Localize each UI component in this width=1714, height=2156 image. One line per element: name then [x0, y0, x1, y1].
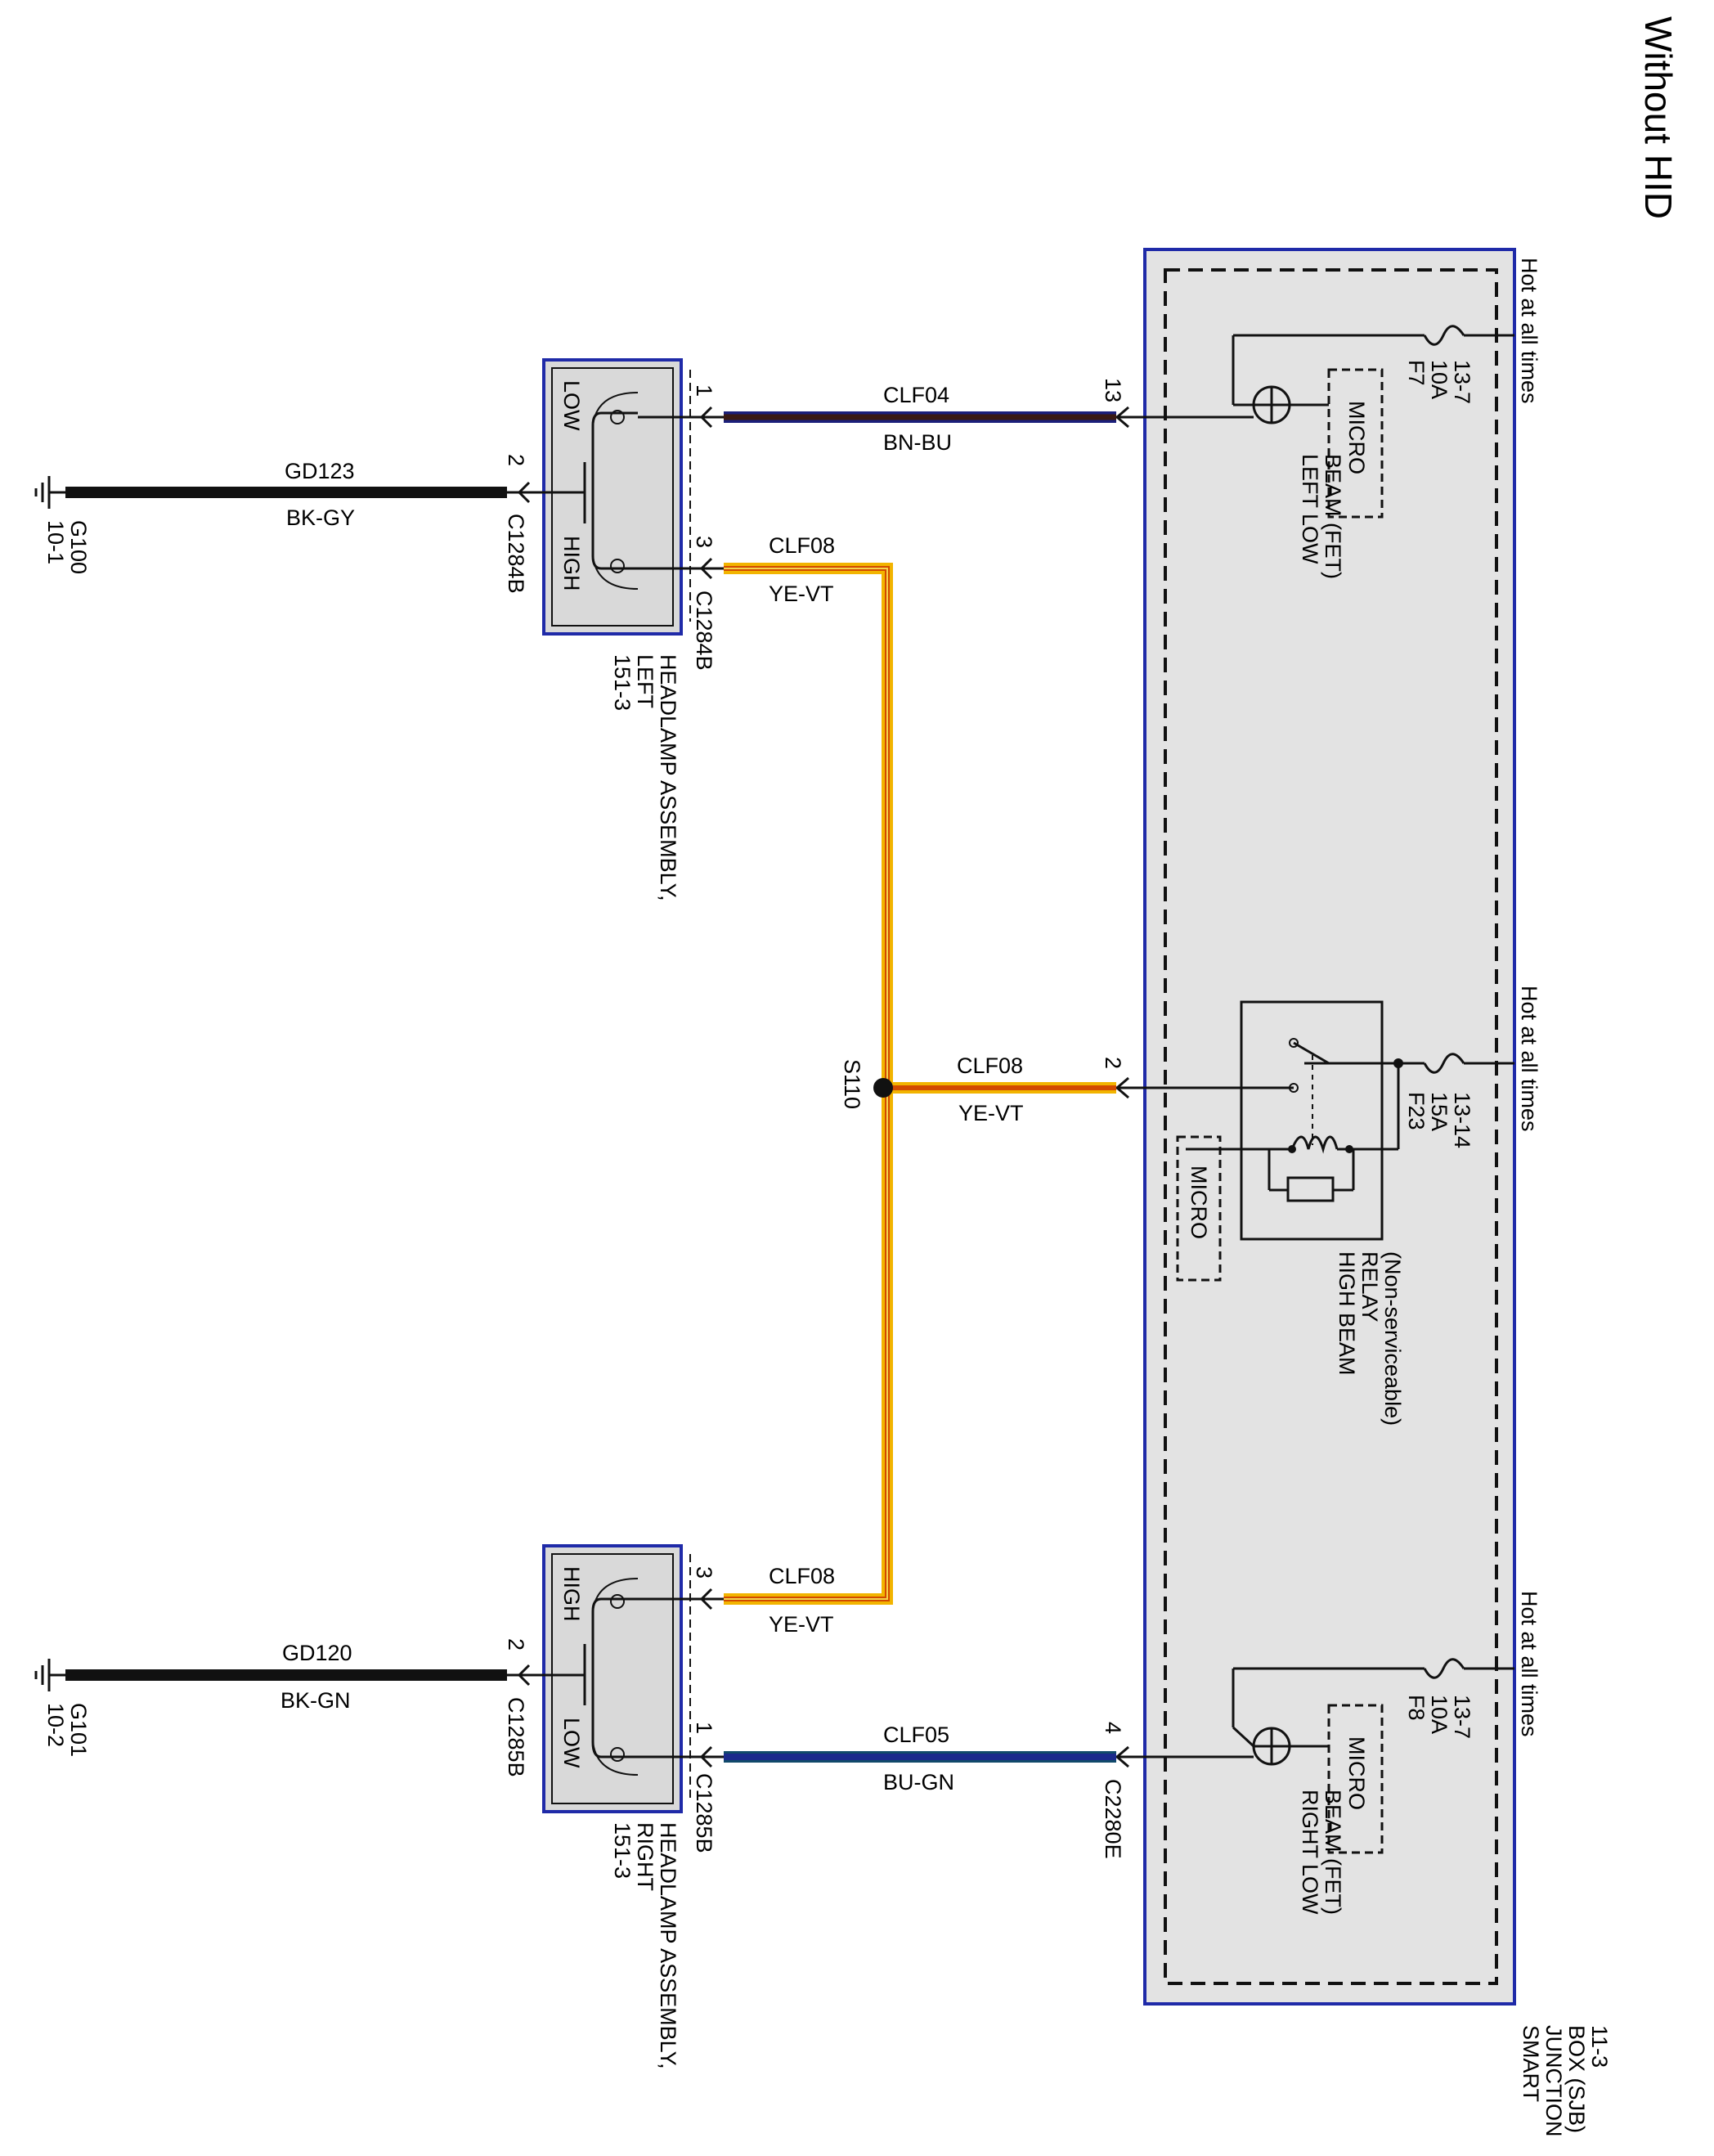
left-low-label: LOW	[559, 380, 584, 431]
wire-clf08-right-name: CLF08	[769, 1564, 835, 1588]
right-pin-1: 1	[692, 1722, 716, 1734]
left-bulb-filament	[591, 411, 638, 570]
left-fet-label-2: BEAM (FET)	[1321, 454, 1345, 579]
wire-gd123: GD123 BK-GY	[65, 459, 507, 530]
right-fet-label-1: RIGHT LOW	[1298, 1790, 1322, 1915]
wire-clf04-name: CLF04	[883, 383, 949, 407]
left-pin-2: 2	[504, 454, 528, 466]
fuse-f8-ref: 13-7	[1450, 1695, 1474, 1739]
right-pin-3: 3	[692, 1566, 716, 1579]
left-low-beam-fet: MICRO LEFT LOW BEAM (FET)	[1233, 368, 1384, 579]
left-headlamp-assembly: LOW HIGH 1 2 3 C1284B C1284B HEADLAMP AS…	[504, 358, 724, 901]
right-headlamp-assembly: HIGH LOW 3 2 1 C1285B C1285B HEADLAMP AS…	[504, 1544, 724, 2069]
left-fet-label-1: LEFT LOW	[1298, 454, 1322, 564]
left-high-label: HIGH	[559, 536, 584, 591]
left-connector-high: C1284B	[692, 591, 716, 671]
feed-label-f8: Hot at all times	[1517, 1591, 1541, 1737]
wire-clf08-harness: S110 CLF08 YE-VT CLF08 YE-VT CLF08 YE-VT	[724, 533, 1116, 1637]
right-headlamp-label-2: RIGHT	[633, 1822, 657, 1891]
wire-clf05-name: CLF05	[883, 1723, 949, 1747]
sjb-inner-dashed	[1164, 268, 1498, 1985]
sjb-connector-c2280e: C2280E	[1101, 1779, 1125, 1859]
micro-label-left: MICRO	[1344, 401, 1369, 474]
ground-g101-ref: 10-2	[43, 1703, 68, 1747]
left-pin-1: 1	[692, 384, 716, 397]
micro-box-right	[1327, 1704, 1384, 1854]
wire-clf08-sjb-color: YE-VT	[958, 1101, 1024, 1125]
fuse-f23-symbol	[1423, 1053, 1465, 1074]
right-fet-label-2: BEAM (FET)	[1321, 1790, 1345, 1915]
right-connector-ground: C1285B	[504, 1697, 528, 1777]
wire-gd120-name: GD120	[282, 1641, 352, 1665]
sjb-label-4: 11-3	[1587, 2025, 1612, 2068]
wire-gd120: GD120 BK-GN	[65, 1641, 507, 1713]
sjb-pin-2: 2	[1101, 1057, 1125, 1069]
relay-label-2: RELAY	[1357, 1251, 1382, 1323]
micro-box-left	[1327, 368, 1384, 519]
splice-s110	[873, 1078, 893, 1098]
relay-label-3: (Non-serviceable)	[1380, 1251, 1405, 1426]
fuse-f23-rating: 15A	[1427, 1092, 1452, 1131]
fuse-f23-name: F23	[1404, 1092, 1429, 1130]
feed-label-f23: Hot at all times	[1517, 986, 1541, 1132]
right-low-label: LOW	[559, 1718, 584, 1768]
right-headlamp-label-1: HEADLAMP ASSEMBLY,	[656, 1822, 680, 2069]
micro-box-relay	[1176, 1135, 1222, 1282]
fuse-f7-ref: 13-7	[1450, 360, 1474, 404]
relay-label-1: HIGH BEAM	[1335, 1251, 1359, 1376]
micro-label-relay: MICRO	[1187, 1166, 1211, 1239]
right-pin-2: 2	[504, 1638, 528, 1651]
right-high-label: HIGH	[559, 1566, 584, 1622]
diagram-title: Without HID	[1637, 16, 1680, 219]
micro-label-right: MICRO	[1344, 1736, 1369, 1810]
sjb-label-3: BOX (SJB)	[1564, 2025, 1589, 2133]
sjb-pin-13: 13	[1101, 378, 1125, 402]
right-low-beam-fet: MICRO RIGHT LOW BEAM (FET)	[1232, 1704, 1384, 1915]
wire-clf08-left-color: YE-VT	[769, 582, 834, 606]
wire-clf05: CLF05 BU-GN	[724, 1723, 1116, 1794]
sjb-label-2: JUNCTION	[1541, 2025, 1566, 2137]
ground-g101-name: G101	[66, 1703, 91, 1757]
left-headlamp-label-1: HEADLAMP ASSEMBLY,	[656, 654, 680, 901]
fuse-f8-symbol	[1423, 1658, 1465, 1679]
left-headlamp-label-3: 151-3	[610, 654, 635, 711]
ground-g100: G100 10-1	[34, 476, 91, 574]
left-headlamp-label-2: LEFT	[633, 654, 657, 708]
sjb-label-1: SMART	[1519, 2025, 1543, 2102]
wire-gd123-color: BK-GY	[286, 505, 355, 530]
wire-clf04-color: BN-BU	[883, 430, 952, 455]
wire-clf05-color: BU-GN	[883, 1770, 954, 1794]
wire-clf08-left-name: CLF08	[769, 533, 835, 558]
fuse-f7-rating: 10A	[1427, 360, 1452, 399]
left-connector-ground: C1284B	[504, 514, 528, 594]
wire-clf04: CLF04 BN-BU	[724, 383, 1116, 455]
fuse-f8-rating: 10A	[1427, 1695, 1452, 1734]
feed-f7: Hot at all times F7 10A 13-7	[1232, 258, 1541, 405]
relay-coil	[1290, 1135, 1339, 1154]
splice-label: S110	[840, 1059, 864, 1109]
fuse-f7-name: F7	[1404, 360, 1429, 386]
relay-box	[1240, 1000, 1384, 1241]
fuse-f7-symbol	[1423, 325, 1465, 346]
wire-gd123-name: GD123	[285, 459, 355, 483]
fuse-f23-ref: 13-14	[1450, 1092, 1474, 1148]
wire-gd120-color: BK-GN	[280, 1688, 351, 1713]
high-beam-relay: MICRO HIGH BEAM RELAY (Non-serviceable)	[1116, 1000, 1405, 1426]
ground-g100-ref: 10-1	[43, 520, 68, 564]
wire-clf08-sjb-name: CLF08	[957, 1053, 1023, 1078]
feed-f8: Hot at all times F8 10A 13-7	[1232, 1591, 1541, 1739]
wire-clf08-right-color: YE-VT	[769, 1612, 834, 1637]
ground-g101: G101 10-2	[34, 1659, 91, 1757]
sjb-connector-pins: 13 2 4 C2280E	[1101, 378, 1254, 1859]
right-headlamp-label-3: 151-3	[610, 1822, 635, 1879]
right-connector-low: C1285B	[692, 1773, 716, 1853]
sjb-pin-4: 4	[1101, 1722, 1125, 1734]
feed-label-f7: Hot at all times	[1517, 258, 1541, 404]
fuse-f8-name: F8	[1404, 1695, 1429, 1721]
ground-g100-name: G100	[66, 520, 91, 574]
left-pin-3: 3	[692, 536, 716, 548]
